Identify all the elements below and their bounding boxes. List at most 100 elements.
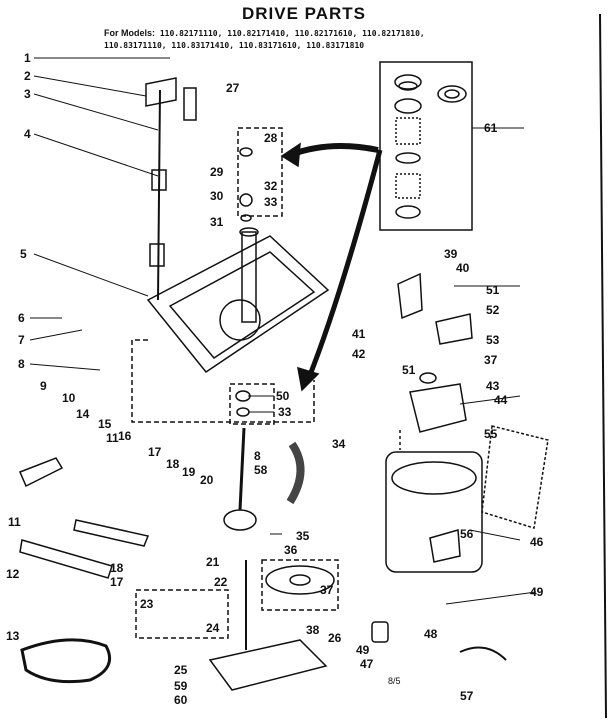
callout-43: 43 [486,379,500,393]
callout-9: 9 [40,379,47,393]
bracket-9 [19,457,64,488]
callout-52: 52 [486,303,500,317]
callout-32: 32 [264,179,278,193]
callout-61: 61 [484,121,498,135]
callout-28: 28 [264,131,278,145]
callout-49a: 49 [530,585,544,599]
capacitor-56 [429,529,461,563]
motor-top [391,461,477,495]
callout-26: 26 [328,631,342,645]
coupling-47 [371,621,389,643]
callout-5: 5 [20,247,27,261]
callout-51a: 51 [486,283,500,297]
hose [286,441,305,505]
pulley-37 [265,565,335,595]
callout-17a: 17 [148,445,162,459]
callout-8b: 8 [254,449,261,463]
callout-38: 38 [306,623,320,637]
callout-39: 39 [444,247,458,261]
models-line-1: 110.82171110, 110.82171410, 110.82171610… [159,29,425,38]
arrow-bottom [305,149,383,381]
clip-57 [459,646,507,661]
callout-14: 14 [76,407,90,421]
callout-24: 24 [206,621,220,635]
callout-8: 8 [18,357,25,371]
callout-16: 16 [118,429,132,443]
motor [385,451,483,573]
callout-1: 1 [24,51,31,65]
callout-42: 42 [352,347,366,361]
callout-34: 34 [332,437,346,451]
group-outline [131,339,315,423]
callout-58: 58 [254,463,268,477]
frame-edge [599,13,607,719]
kit-parts [394,74,467,219]
callout-23: 23 [140,597,154,611]
base-plate-inner [168,251,316,359]
callout-20: 20 [200,473,214,487]
models-prefix: For Models: [104,28,155,38]
callout-6: 6 [18,311,25,325]
callout-46: 46 [530,535,544,549]
callout-27: 27 [226,81,240,95]
page-note: 8/5 [388,676,401,686]
group-50-33 [229,383,275,425]
callout-18b: 18 [110,561,124,575]
callout-15: 15 [98,417,112,431]
callout-2: 2 [24,69,31,83]
model-list: For Models: 110.82171110, 110.82171410, … [104,27,484,52]
callout-35: 35 [296,529,310,543]
transmission [208,639,328,691]
clutch [223,509,257,531]
pad-27 [183,87,197,121]
callout-53: 53 [486,333,500,347]
callout-22: 22 [214,575,228,589]
actuator-rod [157,89,161,301]
group-23-24 [135,589,229,639]
clip-4 [151,169,167,191]
callout-11a: 11 [106,431,119,445]
callout-60: 60 [174,693,188,707]
arrow-top-head [280,142,301,168]
group-37 [261,559,339,611]
callout-56: 56 [460,527,474,541]
group-28-33 [237,127,283,217]
drive-shaft [238,427,246,511]
callout-59: 59 [174,679,188,693]
bracket-12 [19,539,113,579]
callout-47: 47 [360,657,374,671]
callout-18a: 18 [166,457,180,471]
drive-belt [20,638,111,684]
callout-57: 57 [460,689,474,703]
callout-44: 44 [494,393,508,407]
kit-box-61 [379,61,473,231]
callout-21: 21 [206,555,220,569]
callout-49b: 49 [356,643,370,657]
cover-55 [481,425,549,529]
callout-12: 12 [6,567,20,581]
callout-19: 19 [182,465,196,479]
callout-33a: 33 [264,195,278,209]
bracket-40 [397,272,423,320]
callout-29: 29 [210,165,224,179]
callout-31: 31 [210,215,224,229]
base-plate [146,235,330,374]
post-top [239,227,259,237]
callout-7: 7 [18,333,25,347]
callout-4: 4 [24,127,31,141]
callout-40: 40 [456,261,470,275]
center-post [241,231,257,323]
clip-lower [149,243,165,267]
callout-51b: 51 [402,363,416,377]
callout-41: 41 [352,327,366,341]
callout-48: 48 [424,627,438,641]
models-line-2: 110.83171110, 110.83171410, 110.83171610… [104,41,365,50]
callout-13: 13 [6,629,20,643]
callout-25: 25 [174,663,188,677]
page-title: DRIVE PARTS [241,4,367,23]
callout-11b: 11 [8,515,21,529]
arrow-bottom-head [297,366,320,392]
hub [219,299,261,341]
